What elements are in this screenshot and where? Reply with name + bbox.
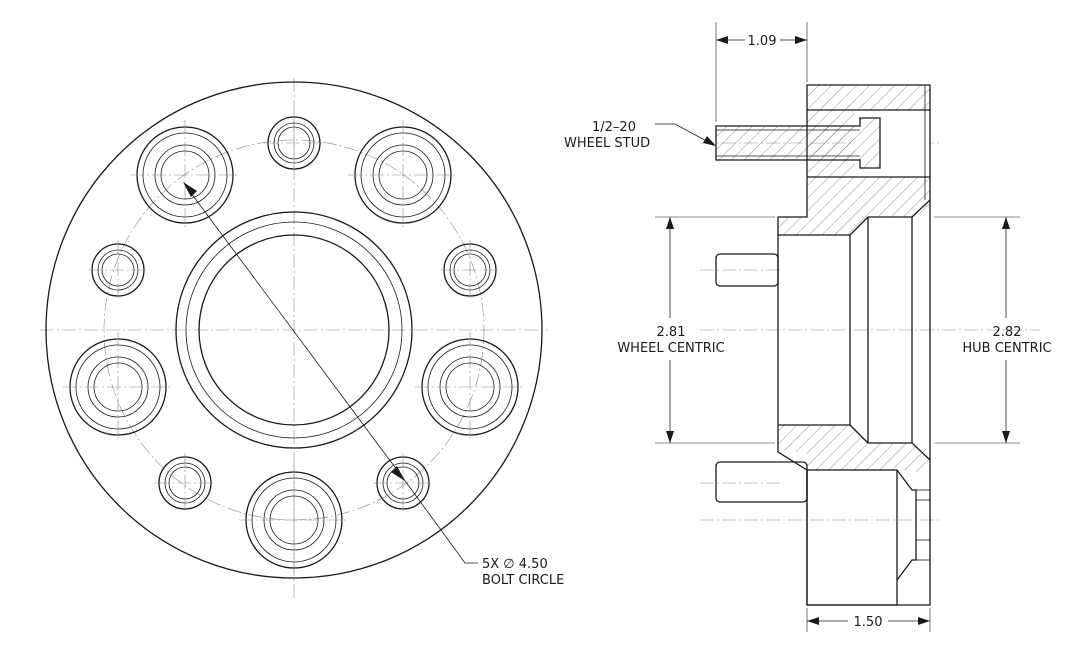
center-bore-outer [175, 211, 413, 449]
hub-centric-label: HUB CENTRIC [962, 341, 1051, 356]
bolt-circle-value: 5X ∅ 4.50 [482, 557, 548, 572]
wheel-stud-stub [715, 253, 779, 287]
top-dimension-value: 1.09 [748, 34, 777, 49]
bottom-dimension-value: 1.50 [854, 615, 883, 630]
section-hatch-lower [778, 425, 930, 472]
wheel-stud-stub [715, 461, 808, 503]
wheel-centric-value: 2.81 [657, 325, 686, 340]
center-bore-inner [198, 234, 390, 426]
dimensions [655, 22, 1020, 632]
wheel-stud-upper [715, 117, 881, 169]
bolt-circle-label: BOLT CIRCLE [482, 573, 564, 588]
stud-thread-label: 1/2–20 [592, 120, 636, 135]
side-section-view [700, 84, 1040, 606]
bolt-circle-leader [184, 184, 404, 479]
wheel-centric-label: WHEEL CENTRIC [617, 341, 724, 356]
wheel-stud-label: WHEEL STUD [564, 136, 650, 151]
front-view [40, 78, 548, 600]
hub-centric-value: 2.82 [993, 325, 1022, 340]
outer-flange [45, 81, 543, 579]
